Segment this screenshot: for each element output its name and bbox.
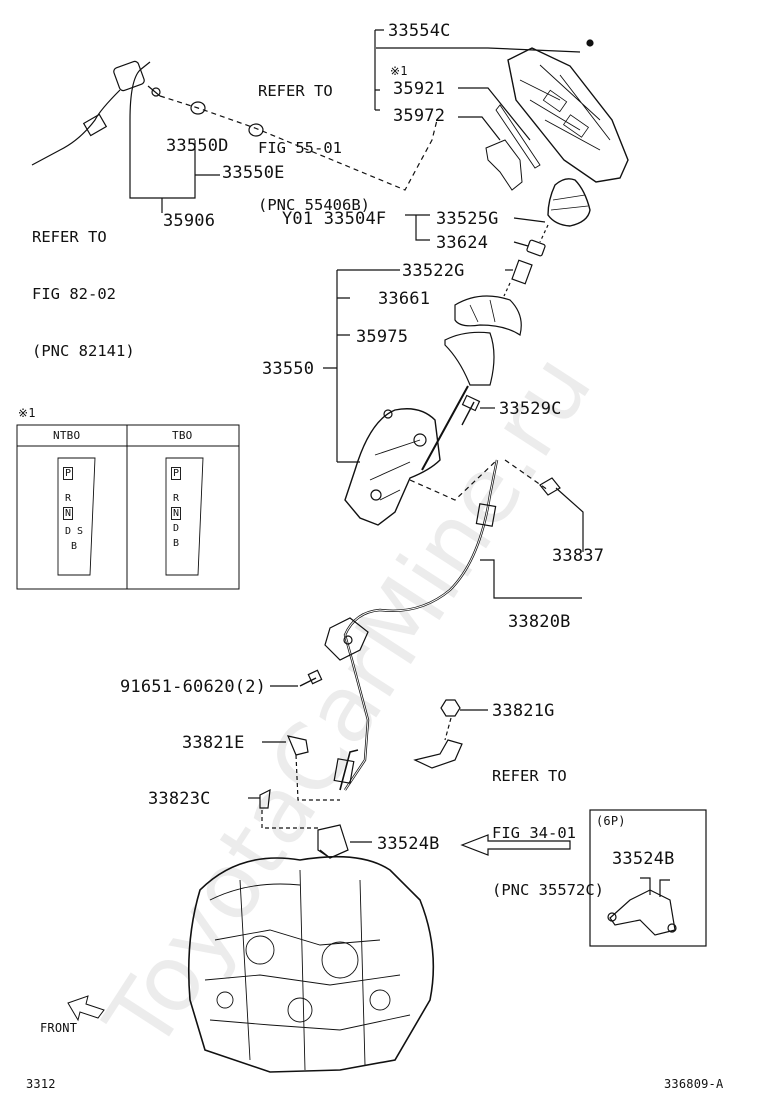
part-33821G[interactable]: 33821G: [492, 701, 555, 721]
gate-position: D: [64, 526, 71, 537]
gate-position: P: [170, 467, 182, 480]
part-33821E[interactable]: 33821E: [182, 733, 245, 753]
part-33837[interactable]: 33837: [552, 546, 605, 566]
ref-fig-55: REFER TO FIG 55-01 (PNC 55406B): [258, 44, 370, 253]
ref-line: FIG 34-01: [492, 824, 576, 842]
gate-position: R: [64, 493, 72, 504]
part-33504F[interactable]: Y01 33504F: [282, 209, 387, 229]
column-header-ntbo: NTBO: [53, 429, 81, 442]
part-33524B-inset[interactable]: 33524B: [612, 849, 675, 869]
part-35975[interactable]: 35975: [356, 327, 409, 347]
ref-fig-82: REFER TO FIG 82-02 (PNC 82141): [32, 190, 135, 399]
ref-line: REFER TO: [32, 228, 107, 246]
column-header-tbo: TBO: [172, 429, 193, 442]
part-35921[interactable]: 35921: [393, 79, 446, 99]
gate-position: D: [172, 523, 180, 534]
ntbo-gate: P R N: [60, 466, 76, 521]
part-33823C[interactable]: 33823C: [148, 789, 211, 809]
ref-line: REFER TO: [258, 82, 333, 100]
part-33550E[interactable]: 33550E: [222, 163, 285, 183]
part-33529C[interactable]: 33529C: [499, 399, 562, 419]
part-35972[interactable]: 35972: [393, 106, 446, 126]
gate-position: P: [62, 467, 74, 480]
part-33524B[interactable]: 33524B: [377, 834, 440, 854]
gate-position: B: [70, 541, 78, 552]
ref-line: (PNC 55406B): [258, 196, 370, 214]
part-33661[interactable]: 33661: [378, 289, 431, 309]
ntbo-gate-lower: D S B: [62, 524, 86, 554]
part-35906[interactable]: 35906: [163, 211, 216, 231]
gate-position: B: [172, 538, 180, 549]
gate-position: N: [62, 507, 74, 520]
ref-line: REFER TO: [492, 767, 567, 785]
footer-left: 3312: [26, 1077, 56, 1091]
gate-position: S: [77, 526, 84, 537]
part-33525G[interactable]: 33525G: [436, 209, 499, 229]
part-33522G[interactable]: 33522G: [402, 261, 465, 281]
tbo-gate: P R N D B: [168, 466, 184, 551]
gate-position: N: [170, 507, 182, 520]
part-33550[interactable]: 33550: [262, 359, 315, 379]
ref-line: (PNC 82141): [32, 342, 135, 360]
part-91651[interactable]: 91651-60620(2): [120, 677, 267, 697]
part-33820B[interactable]: 33820B: [508, 612, 571, 632]
footer-right: 336809-A: [664, 1077, 724, 1091]
table-note-mark: ※1: [18, 406, 36, 420]
gate-position: R: [172, 493, 180, 504]
part-33550D[interactable]: 33550D: [166, 136, 229, 156]
ref-line: FIG 82-02: [32, 285, 116, 303]
ref-line: FIG 55-01: [258, 139, 342, 157]
ref-fig-34: REFER TO FIG 34-01 (PNC 35572C): [492, 729, 604, 938]
note-mark: ※1: [390, 64, 408, 78]
part-33554C[interactable]: 33554C: [388, 21, 451, 41]
ref-line: (PNC 35572C): [492, 881, 604, 899]
part-33624[interactable]: 33624: [436, 233, 489, 253]
front-label: FRONT: [40, 1021, 78, 1035]
inset-label: (6P): [596, 814, 626, 828]
